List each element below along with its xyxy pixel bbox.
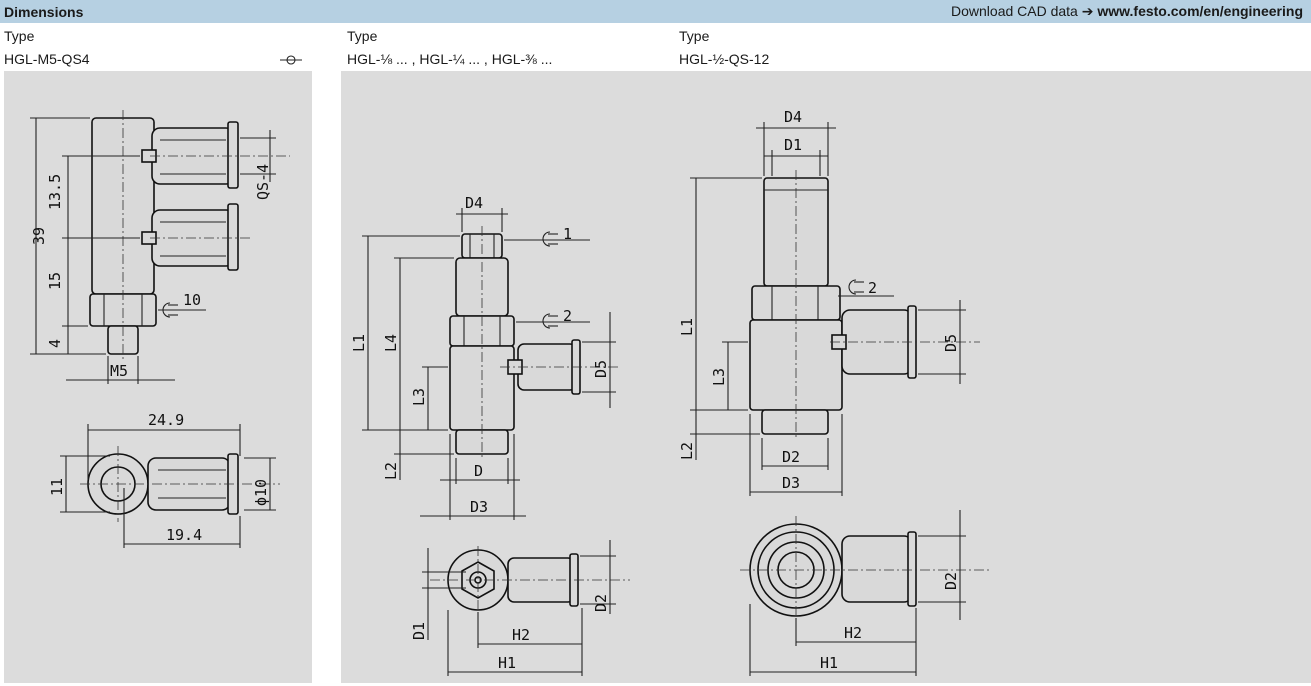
col3-type-label: Type [679, 28, 710, 44]
dim-15: 15 [46, 272, 64, 290]
drawing1-top-view: 24.9 11 ϕ10 19.4 [48, 411, 280, 548]
col2-model: HGL-⅛ ... , HGL-¼ ... , HGL-⅜ ... [347, 51, 553, 67]
dim-11: 11 [48, 478, 66, 496]
dim2-d: D [474, 462, 483, 480]
dim2-h2: H2 [512, 626, 530, 644]
cad-download-label: Download CAD data [951, 3, 1078, 19]
dim3-d5: D5 [942, 334, 960, 352]
dim-wrench-10: 10 [183, 291, 201, 309]
drawing2-side-view: D4 1 2 L1 L4 L3 L2 D5 D D3 [350, 194, 620, 520]
dim-19-4: 19.4 [166, 526, 202, 544]
dim3-d2: D2 [782, 448, 800, 466]
dim-39: 39 [30, 227, 48, 245]
drawing3-top-view: D2 H2 H1 [740, 510, 990, 676]
dim2-l2: L2 [382, 462, 400, 480]
dim2-d3: D3 [470, 498, 488, 516]
section-title: Dimensions [4, 3, 84, 20]
dim2-l4: L4 [382, 334, 400, 352]
dim2-d2: D2 [592, 594, 610, 612]
dim2-l3: L3 [410, 388, 428, 406]
drawing2-top-view: D1 D2 H2 H1 [410, 540, 630, 676]
flow-control-symbol-icon [280, 55, 302, 65]
dim3-l2: L2 [678, 442, 696, 460]
drawing3-side-view: D4 D1 2 L1 L3 L2 D5 D2 D3 [678, 108, 980, 496]
col1-model: HGL-M5-QS4 [4, 51, 90, 67]
dim3-d4: D4 [784, 108, 802, 126]
section-header: Dimensions Download CAD data ➔ www.festo… [0, 0, 1311, 23]
dim-diameter-10: ϕ10 [252, 479, 270, 506]
col3-model: HGL-½-QS-12 [679, 51, 770, 67]
dim3-d2-top: D2 [942, 572, 960, 590]
dim-qs4: QS-4 [254, 164, 272, 200]
dim3-h1: H1 [820, 654, 838, 672]
dim3-l3: L3 [710, 368, 728, 386]
dim3-h2: H2 [844, 624, 862, 642]
drawing1-side-view: 39 13.5 15 4 QS-4 10 M5 [30, 110, 290, 384]
dim2-d1: D1 [410, 622, 428, 640]
dim3-d1: D1 [784, 136, 802, 154]
dim2-wrench-2: 2 [563, 307, 572, 325]
dim-13-5: 13.5 [46, 174, 64, 210]
cad-download-link[interactable]: www.festo.com/en/engineering [1097, 3, 1303, 19]
dim-4: 4 [46, 339, 64, 348]
dim3-l1: L1 [678, 318, 696, 336]
col2-type-label: Type [347, 28, 378, 44]
dim3-wrench-2: 2 [868, 279, 877, 297]
dim2-h1: H1 [498, 654, 516, 672]
col1-type-label: Type [4, 28, 35, 44]
dim3-d3: D3 [782, 474, 800, 492]
cad-download: Download CAD data ➔ www.festo.com/en/eng… [951, 3, 1303, 20]
dim2-d5: D5 [592, 360, 610, 378]
dim2-wrench-1: 1 [563, 225, 572, 243]
dim2-l1: L1 [350, 334, 368, 352]
dim-m5: M5 [110, 362, 128, 380]
arrow-icon: ➔ [1081, 3, 1094, 19]
dim2-d4: D4 [465, 194, 483, 212]
dim-24-9: 24.9 [148, 411, 184, 429]
